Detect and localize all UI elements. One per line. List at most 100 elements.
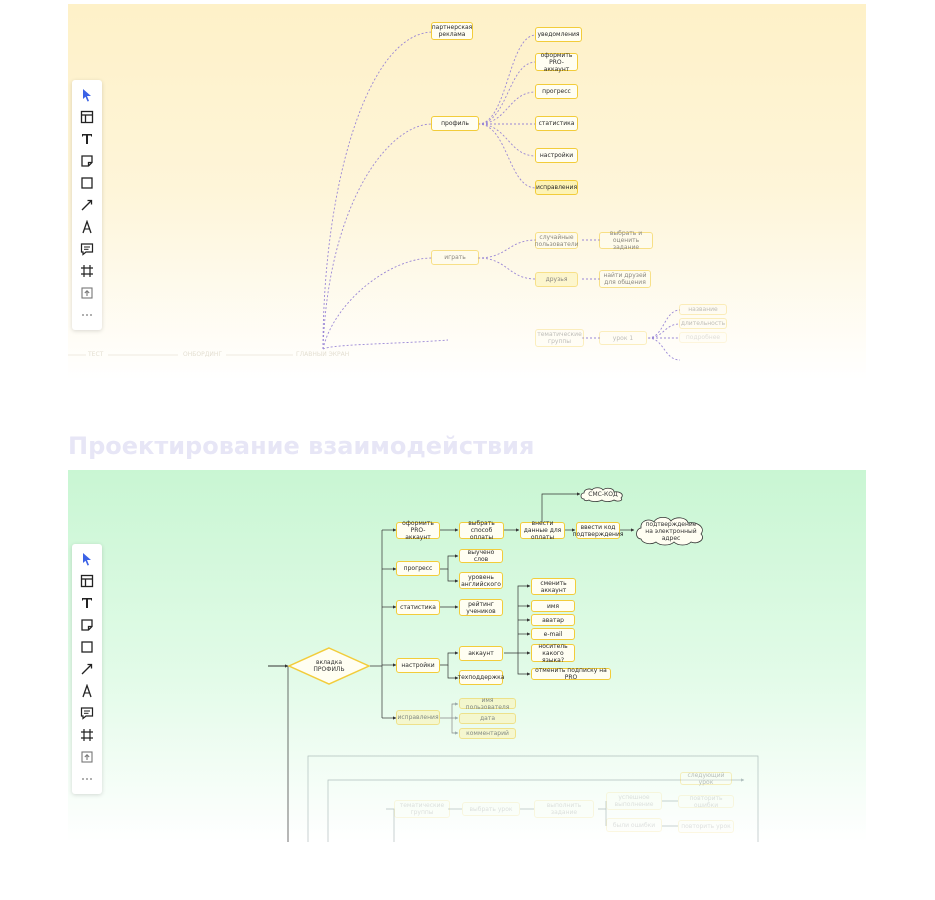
- sticky-note-tool[interactable]: [72, 614, 102, 636]
- node-enter-code[interactable]: ввести код подтверждения: [572, 522, 624, 539]
- upload-icon: [81, 751, 93, 763]
- node-support[interactable]: техподдержка: [458, 670, 504, 685]
- sticky-note-tool[interactable]: [72, 150, 102, 172]
- node-avatar[interactable]: аватар: [531, 614, 575, 626]
- board-toolbar[interactable]: [72, 80, 102, 330]
- miro-board-sitemap[interactable]: ТЕСТ ОНБОРДИНГ ГЛАВНЫЙ ЭКРАН партнерская…: [68, 4, 866, 380]
- lane-onboarding: ОНБОРДИНГ: [183, 351, 223, 358]
- node-retry-lesson[interactable]: повторить урок: [678, 820, 734, 833]
- more-tools[interactable]: [72, 768, 102, 790]
- upload-icon: [81, 287, 93, 299]
- node-sms-code[interactable]: СМС-КОД: [588, 490, 618, 498]
- node-next-lesson[interactable]: следующий урок: [680, 772, 732, 786]
- node-payment-data[interactable]: внести данные для оплаты: [520, 520, 565, 541]
- node-lesson-1[interactable]: урок 1: [599, 331, 647, 345]
- frame-icon: [81, 729, 93, 741]
- node-corrections[interactable]: исправления: [535, 180, 578, 195]
- select-tool[interactable]: [72, 84, 102, 106]
- node-description[interactable]: подробнее: [679, 332, 727, 343]
- node-name[interactable]: название: [679, 304, 727, 315]
- node-partner-ads[interactable]: партнерская реклама: [431, 22, 473, 40]
- node-choose-task[interactable]: выбрать и оценить задание: [599, 230, 653, 251]
- frame-icon: [81, 265, 93, 277]
- frame-tool[interactable]: [72, 260, 102, 282]
- node-friends[interactable]: друзья: [535, 272, 578, 287]
- node-mistakes[interactable]: были ошибки: [606, 818, 662, 832]
- node-repeat-task[interactable]: повторить ошибки: [678, 795, 734, 809]
- text-tool[interactable]: [72, 592, 102, 614]
- pen-tool[interactable]: [72, 216, 102, 238]
- text-tool[interactable]: [72, 128, 102, 150]
- pen-tool[interactable]: [72, 680, 102, 702]
- pen-icon: [82, 220, 92, 234]
- node-play[interactable]: играть: [431, 250, 479, 265]
- miro-board-interaction-flow[interactable]: вкладка ПРОФИЛЬ СМС-КОД подтверждение на…: [68, 470, 866, 842]
- lane-test: ТЕСТ: [88, 351, 104, 358]
- node-comment[interactable]: комментарий: [459, 728, 516, 739]
- node-profile-tab[interactable]: вкладка ПРОФИЛЬ: [313, 659, 345, 673]
- node-leaderboard[interactable]: рейтинг учеников: [459, 599, 503, 616]
- comment-tool[interactable]: [72, 702, 102, 724]
- sitemap-connectors: [68, 31, 681, 361]
- node-choose-lesson[interactable]: выбрать урок: [462, 802, 520, 816]
- ellipsis-icon: [82, 314, 92, 316]
- more-tools[interactable]: [72, 304, 102, 326]
- frame-tool[interactable]: [72, 724, 102, 746]
- template-icon: [80, 110, 94, 124]
- node-words-learned[interactable]: выучено слов: [459, 549, 503, 563]
- node-pro-account[interactable]: оформить PRO-аккаунт: [396, 520, 440, 541]
- arrow-icon: [81, 663, 93, 675]
- node-statistics[interactable]: статистика: [535, 116, 578, 131]
- node-progress[interactable]: прогресс: [396, 561, 440, 576]
- node-thematic-groups[interactable]: тематические группы: [535, 329, 584, 347]
- cursor-icon: [83, 553, 91, 566]
- node-email[interactable]: e-mail: [531, 628, 575, 640]
- template-icon: [80, 574, 94, 588]
- cloud-shape-sms: [580, 487, 623, 502]
- square-icon: [81, 177, 93, 189]
- node-english-level[interactable]: уровень английского: [459, 572, 503, 589]
- node-name[interactable]: имя: [531, 600, 575, 612]
- shape-tool[interactable]: [72, 636, 102, 658]
- diamond-shape: [288, 647, 370, 685]
- node-corrections[interactable]: исправления: [396, 710, 440, 725]
- node-settings[interactable]: настройки: [396, 658, 440, 673]
- comment-tool[interactable]: [72, 238, 102, 260]
- node-native-language[interactable]: носитель какого языка?: [531, 643, 575, 664]
- node-date[interactable]: дата: [459, 713, 516, 724]
- square-icon: [81, 641, 93, 653]
- node-do-task[interactable]: выполнить задание: [534, 800, 594, 818]
- pen-icon: [82, 684, 92, 698]
- connector-tool[interactable]: [72, 194, 102, 216]
- node-payment-method[interactable]: выбрать способ оплаты: [459, 520, 504, 541]
- text-icon: [82, 598, 92, 608]
- node-settings[interactable]: настройки: [535, 148, 578, 163]
- shape-tool[interactable]: [72, 172, 102, 194]
- node-duration[interactable]: длительность: [679, 318, 727, 329]
- node-notifications[interactable]: уведомления: [535, 27, 582, 42]
- select-tool[interactable]: [72, 548, 102, 570]
- node-success[interactable]: успешное выполнение: [606, 792, 662, 810]
- connector-tool[interactable]: [72, 658, 102, 680]
- node-account[interactable]: аккаунт: [459, 646, 503, 661]
- comment-icon: [80, 707, 94, 720]
- node-profile[interactable]: профиль: [431, 116, 479, 131]
- node-random-users[interactable]: случайные пользователи: [534, 232, 579, 249]
- node-thematic-groups[interactable]: тематические группы: [394, 800, 450, 818]
- node-find-friends[interactable]: найти друзей для общения: [599, 270, 651, 288]
- node-statistics[interactable]: статистика: [396, 600, 440, 615]
- templates-tool[interactable]: [72, 570, 102, 592]
- sticky-note-icon: [81, 619, 93, 631]
- comment-icon: [80, 243, 94, 256]
- board-toolbar[interactable]: [72, 544, 102, 794]
- templates-tool[interactable]: [72, 106, 102, 128]
- node-pro-account[interactable]: оформить PRO-аккаунт: [535, 52, 578, 73]
- node-progress[interactable]: прогресс: [535, 84, 578, 99]
- upload-tool[interactable]: [72, 282, 102, 304]
- sticky-note-icon: [81, 155, 93, 167]
- node-email-confirmation[interactable]: подтверждение на электронный адрес: [645, 520, 697, 542]
- node-change-account[interactable]: сменить аккаунт: [531, 578, 576, 595]
- node-cancel-subscription[interactable]: отменить подписку на PRO: [531, 667, 611, 681]
- upload-tool[interactable]: [72, 746, 102, 768]
- node-username[interactable]: имя пользователя: [459, 697, 516, 711]
